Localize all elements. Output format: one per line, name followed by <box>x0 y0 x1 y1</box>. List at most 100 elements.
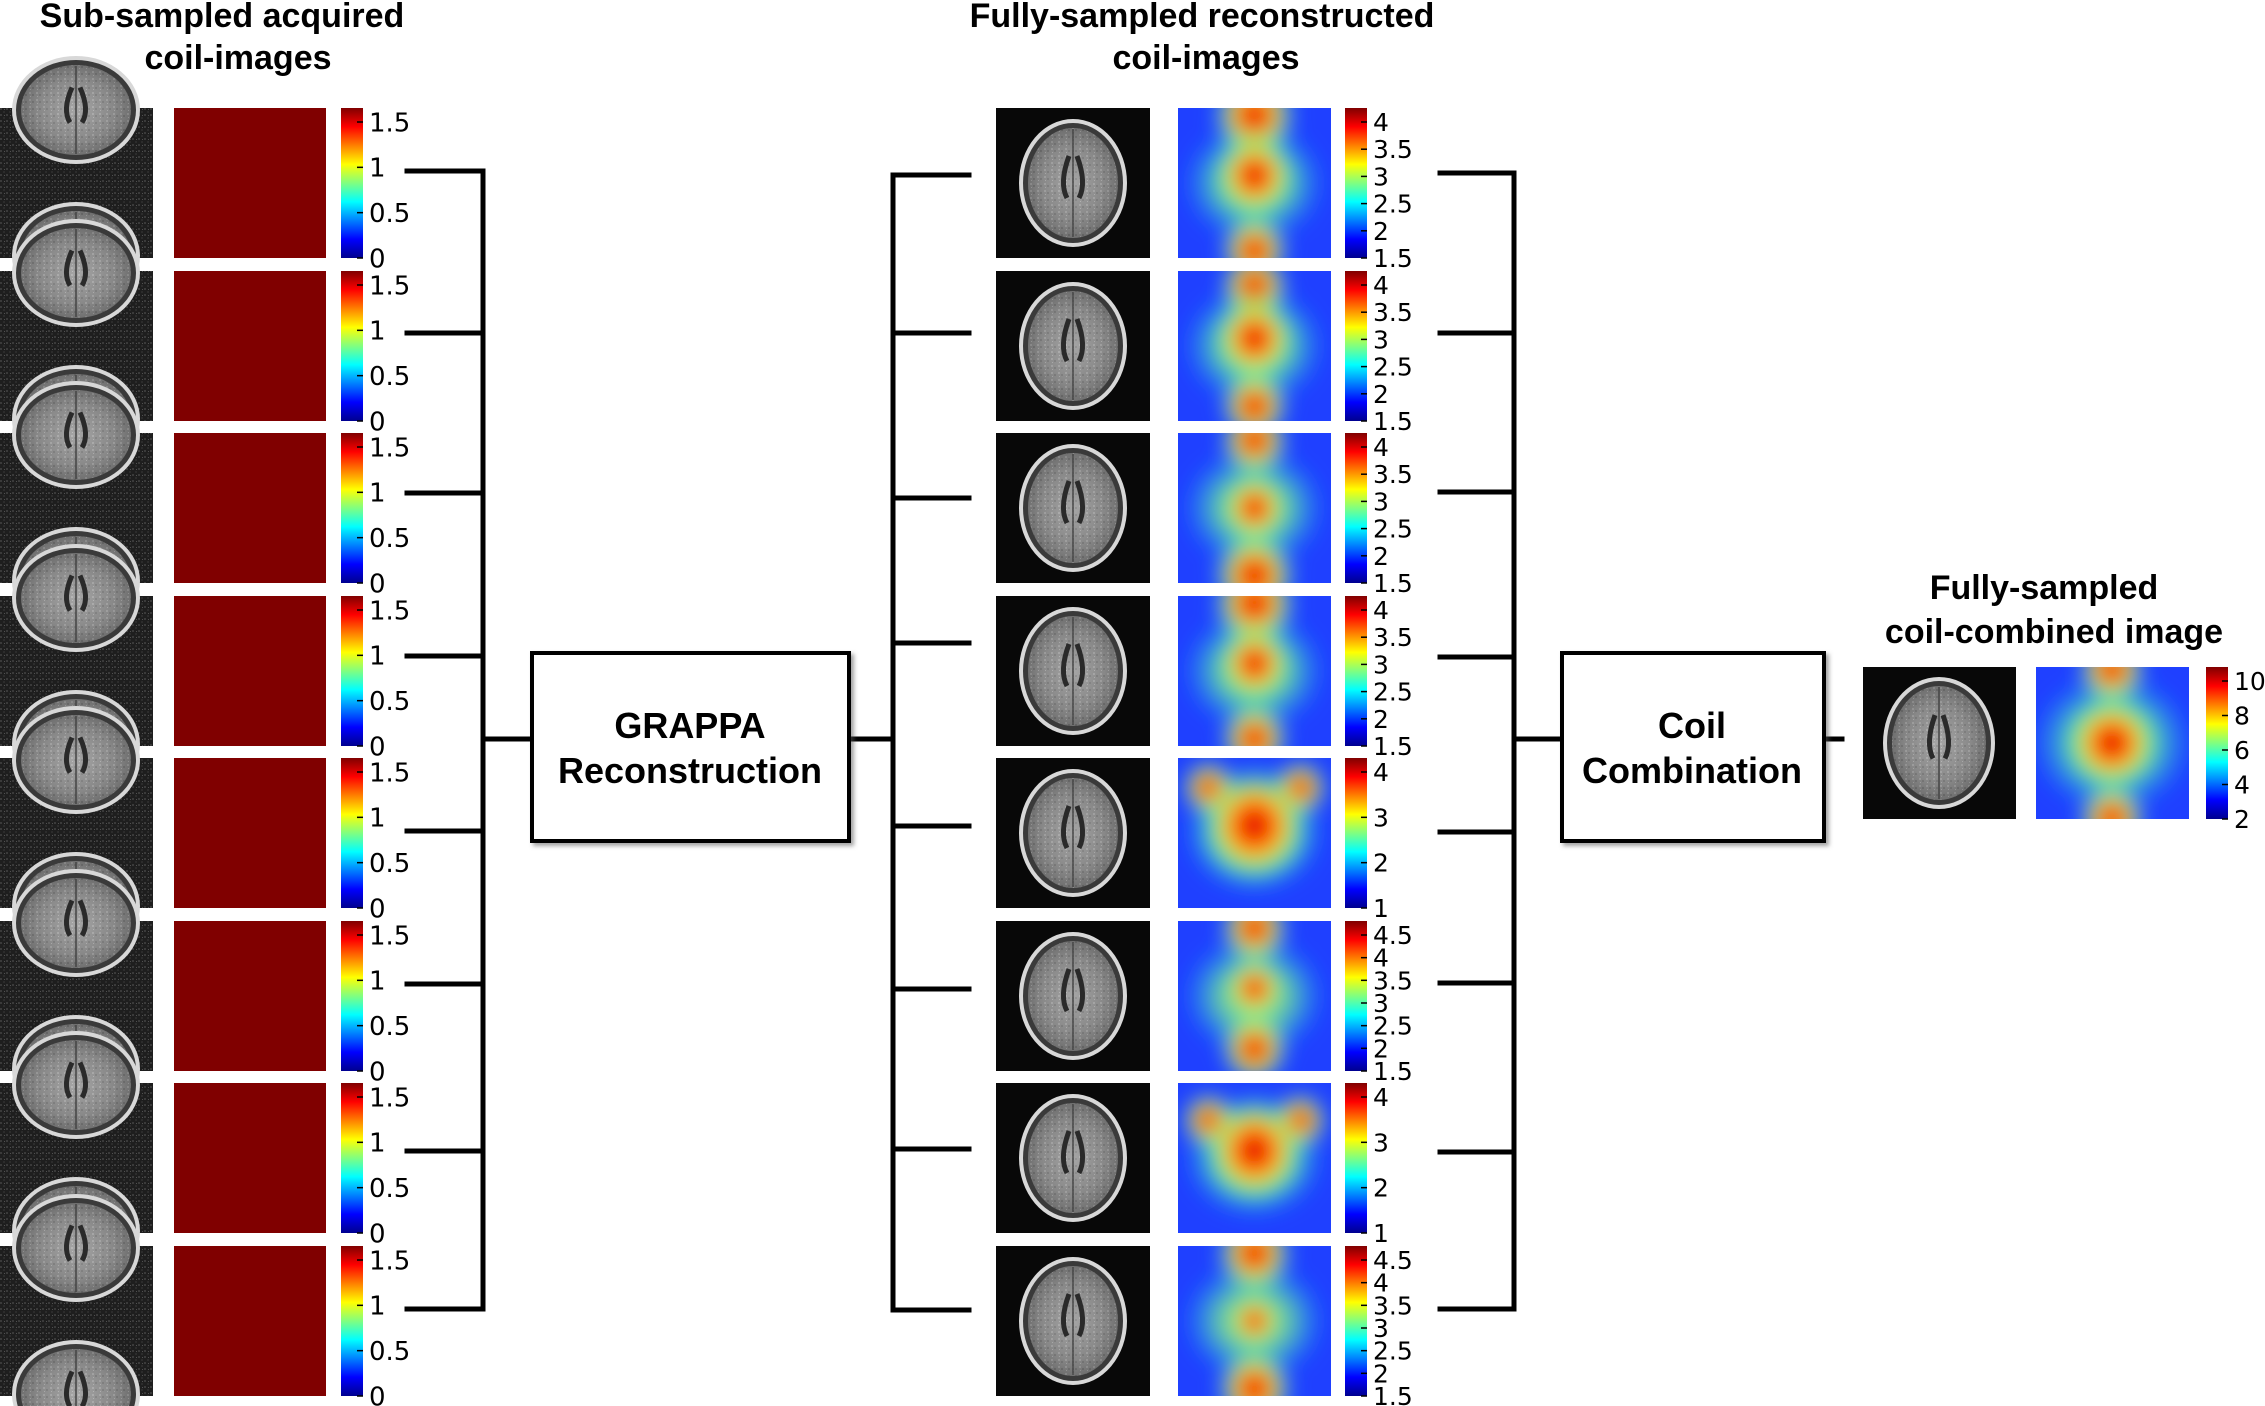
colorbar-gradient <box>341 433 363 583</box>
reconstructed-brain <box>1019 1094 1127 1222</box>
colorbar-tick-label: 1 <box>369 479 386 509</box>
grappa-label-line1: GRAPPA <box>614 705 765 746</box>
reconstructed-coil-image <box>996 921 1150 1071</box>
subsampled-rows: 1.510.501.510.501.510.501.510.501.510.50… <box>0 56 410 1406</box>
colorbar-tick-label: 0 <box>369 894 386 924</box>
colorbar-tick-label: 0.5 <box>369 1337 410 1367</box>
colorbar-tick-label: 2.5 <box>1373 515 1413 544</box>
colorbar-gradient <box>1345 1083 1367 1233</box>
colorbar-tick-label: 4 <box>1373 433 1389 462</box>
colorbar-tick-label: 0 <box>369 569 386 599</box>
flat-gfactor-map <box>174 433 326 583</box>
colorbar-tick-label: 2 <box>1373 542 1389 571</box>
colorbar-tick-label: 1.5 <box>1373 244 1413 273</box>
colorbar-tick-label: 1.5 <box>369 433 410 463</box>
coil-combination-label-line2: Combination <box>1582 750 1802 791</box>
aliased-brain-top <box>12 219 140 327</box>
colorbar-tick-label: 2 <box>1373 1174 1389 1203</box>
reconstructed-colorbar: 43.532.521.5 <box>1345 108 1413 273</box>
colorbar-tick-label: 1 <box>1373 1219 1389 1248</box>
colorbar-tick-label: 4 <box>1373 271 1389 300</box>
colorbar-tick-label: 0 <box>369 1382 386 1406</box>
reconstructed-coil-image <box>996 433 1150 583</box>
gfactor-map <box>1178 1083 1331 1233</box>
colorbar-tick-label: 2.5 <box>1373 353 1413 382</box>
aliased-brain-top <box>12 56 140 164</box>
colorbar-tick-label: 1 <box>369 1292 386 1322</box>
colorbar-tick-label: 3 <box>1373 487 1389 516</box>
reconstructed-row: 4.543.532.521.5 <box>996 921 1413 1086</box>
colorbar-tick-label: 0.5 <box>369 199 410 229</box>
colorbar-gradient <box>1345 921 1367 1071</box>
colorbar-tick-label: 1.5 <box>1373 569 1413 598</box>
colorbar-tick-label: 0.5 <box>369 1012 410 1042</box>
colorbar-tick-label: 2 <box>1373 1034 1389 1063</box>
title-combined: Fully-sampled coil-combined image <box>1885 569 2223 651</box>
colorbar-gradient <box>341 596 363 746</box>
reconstructed-coil-image <box>996 1246 1150 1396</box>
colorbar-tick-label: 1 <box>1373 894 1389 923</box>
colorbar-tick-label: 2 <box>1373 1359 1389 1388</box>
colorbar-tick-label: 2 <box>1373 217 1389 246</box>
aliased-brain-top <box>12 869 140 977</box>
reconstructed-brain <box>1019 769 1127 897</box>
colorbar-tick-label: 0.5 <box>369 362 410 392</box>
colorbar-tick-label: 2.5 <box>1373 1012 1413 1041</box>
colorbar-tick-label: 3.5 <box>1373 298 1413 327</box>
colorbar-tick-label: 0 <box>369 244 386 274</box>
reconstructed-coil-image <box>996 108 1150 258</box>
colorbar-tick-label: 3.5 <box>1373 623 1413 652</box>
colorbar-tick-label: 0.5 <box>369 524 410 554</box>
gfactor-map <box>1178 921 1331 1071</box>
aliased-brain-bottom <box>12 1340 140 1406</box>
colorbar-tick-label: 6 <box>2234 736 2250 765</box>
colorbar-tick-label: 1.5 <box>1373 1057 1413 1086</box>
colorbar-tick-label: 1.5 <box>369 1246 410 1276</box>
reconstructed-coil-image <box>996 1083 1150 1233</box>
colorbar-tick-label: 0 <box>369 1057 386 1087</box>
colorbar-tick-label: 1.5 <box>369 108 410 138</box>
colorbar-tick-label: 4 <box>1373 596 1389 625</box>
reconstructed-rows: 43.532.521.543.532.521.543.532.521.543.5… <box>996 108 1413 1406</box>
colorbar-tick-label: 3.5 <box>1373 1291 1413 1320</box>
flat-gfactor-map <box>174 108 326 258</box>
coil-combination-label-line1: Coil <box>1658 705 1726 746</box>
reconstructed-colorbar: 43.532.521.5 <box>1345 433 1413 598</box>
subsampled-colorbar: 1.5 1 0.5 0 <box>341 108 410 274</box>
subsampled-colorbar: 1.5 1 0.5 0 <box>341 1246 410 1406</box>
colorbar-tick-label: 4 <box>1373 108 1389 137</box>
colorbar-gradient <box>341 271 363 421</box>
colorbar-tick-label: 1 <box>369 317 386 347</box>
colorbar-tick-label: 4.5 <box>1373 1246 1413 1275</box>
title-combined-line2: coil-combined image <box>1885 613 2223 651</box>
title-subsampled: Sub-sampled acquired coil-images <box>40 0 405 77</box>
colorbar-tick-label: 0 <box>369 407 386 437</box>
gfactor-map <box>1178 596 1331 746</box>
colorbar-tick-label: 1 <box>369 154 386 184</box>
title-reconstructed: Fully-sampled reconstructed coil-images <box>970 0 1435 77</box>
reconstructed-colorbar: 43.532.521.5 <box>1345 271 1413 436</box>
flat-gfactor-map <box>174 1083 326 1233</box>
title-subsampled-line1: Sub-sampled acquired <box>40 0 405 35</box>
gfactor-map <box>1178 758 1331 908</box>
colorbar-tick-label: 0.5 <box>369 849 410 879</box>
colorbar-tick-label: 1 <box>369 1129 386 1159</box>
colorbar-gradient <box>1345 758 1367 908</box>
reconstructed-brain <box>1019 1257 1127 1385</box>
colorbar-gradient <box>341 1246 363 1396</box>
reconstructed-row: 4.543.532.521.5 <box>996 1246 1413 1406</box>
grappa-label-line2: Reconstruction <box>558 750 822 791</box>
colorbar-gradient <box>341 108 363 258</box>
colorbar-tick-label: 2 <box>1373 705 1389 734</box>
coil-combination-box-frame <box>1560 651 1826 843</box>
title-subsampled-line2: coil-images <box>144 39 331 77</box>
reconstructed-brain <box>1019 932 1127 1060</box>
flat-gfactor-map <box>174 921 326 1071</box>
colorbar-tick-label: 1.5 <box>1373 732 1413 761</box>
colorbar-tick-label: 1 <box>369 642 386 672</box>
colorbar-tick-label: 3 <box>1373 989 1389 1018</box>
reconstructed-coil-image <box>996 596 1150 746</box>
